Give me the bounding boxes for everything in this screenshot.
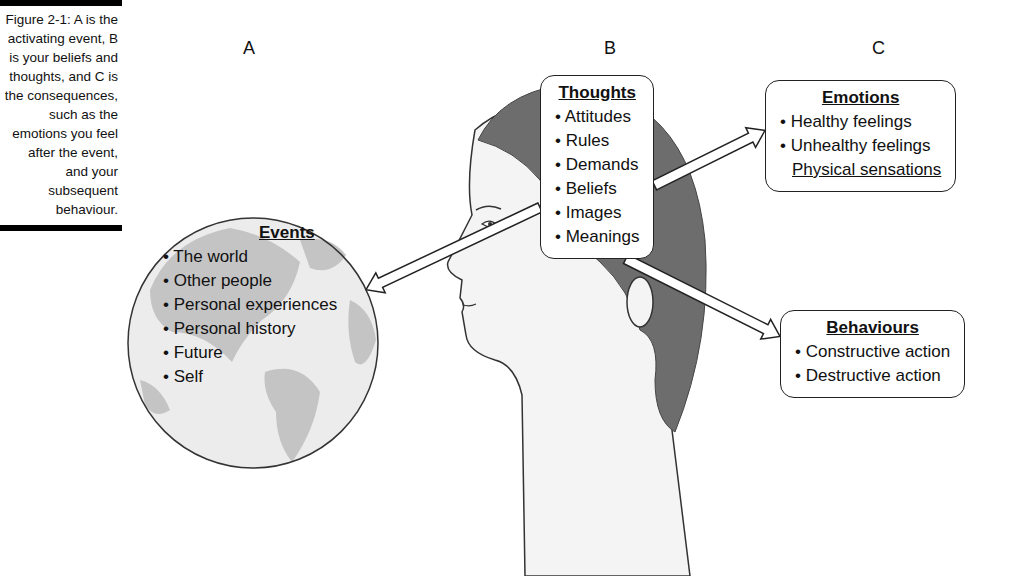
node-item: • Healthy feelings (780, 110, 941, 134)
node-item: • Demands (555, 153, 639, 177)
node-heading: Thoughts (555, 81, 639, 105)
node-item: • Meanings (555, 225, 639, 249)
node-item: • Personal history (163, 317, 363, 341)
node-item: • Unhealthy feelings (780, 134, 941, 158)
emotion-box: Emotions• Healthy feelings• Unhealthy fe… (765, 80, 956, 192)
node-item: • Rules (555, 129, 639, 153)
hollow-arrow (624, 255, 780, 340)
node-item: • Constructive action (795, 340, 950, 364)
event-circle: Events• The world• Other people• Persona… (127, 217, 379, 469)
caption-bar (0, 0, 122, 6)
hollow-arrow (652, 128, 765, 190)
node-heading: Behaviours (795, 316, 950, 340)
node-item: • Other people (163, 269, 363, 293)
column-letter: B (604, 38, 616, 59)
node-item: • Personal experiences (163, 293, 363, 317)
globe (128, 218, 378, 468)
node-item: Physical sensations (780, 158, 941, 182)
hollow-arrow (366, 203, 542, 293)
node-item: • Self (163, 365, 363, 389)
node-item: • Destructive action (795, 364, 950, 388)
head-profile (448, 85, 707, 576)
figure-caption: Figure 2-1: A is the activating event, B… (2, 10, 118, 219)
thought-box: Thoughts• Attitudes• Rules• Demands• Bel… (540, 75, 654, 259)
circle-text: Events• The world• Other people• Persona… (163, 221, 363, 389)
node-heading: Emotions (780, 86, 941, 110)
caption-bar (0, 225, 122, 231)
node-item: • Beliefs (555, 177, 639, 201)
behaviour-box: Behaviours• Constructive action• Destruc… (780, 310, 965, 398)
node-heading: Events (163, 221, 363, 245)
node-item: • Attitudes (555, 105, 639, 129)
node-item: • Future (163, 341, 363, 365)
node-item: • Images (555, 201, 639, 225)
node-item: • The world (163, 245, 363, 269)
column-letter: C (872, 38, 885, 59)
column-letter: A (243, 38, 255, 59)
